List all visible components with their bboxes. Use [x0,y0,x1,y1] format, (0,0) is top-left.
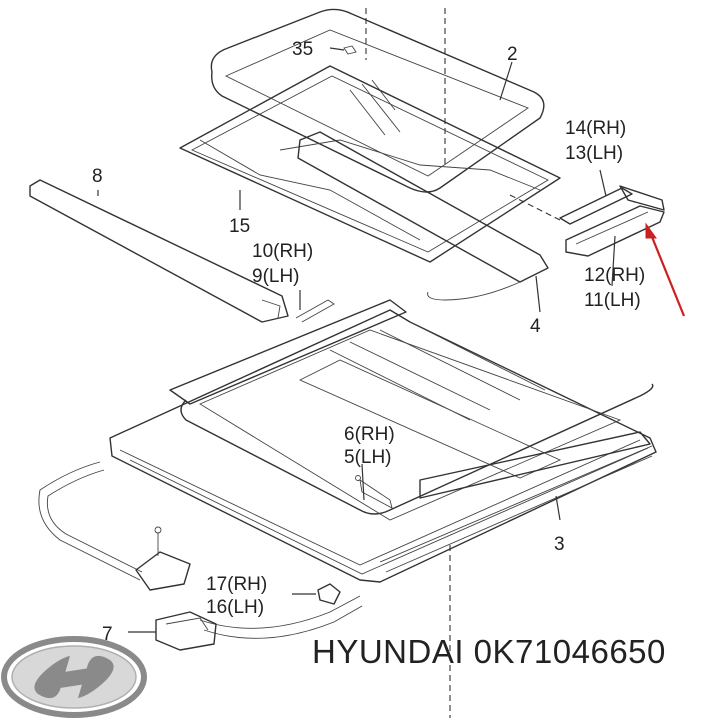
callout-10-rh: 10(RH) [252,241,313,262]
main-frame-part [109,299,657,583]
bracket-6-5-part [355,475,393,509]
callout-9-lh: 9(LH) [252,266,300,287]
red-arrow-icon [645,222,686,317]
molding-strip-part [29,179,289,323]
drain-hose-part [295,299,335,323]
callout-7: 7 [102,624,113,645]
callout-17-rh: 17(RH) [206,574,267,595]
hyundai-logo-icon [1,636,147,718]
callout-14-rh: 14(RH) [565,118,626,139]
callout-6-rh: 6(RH) [344,424,395,445]
callout-35: 35 [292,39,313,60]
callout-2: 2 [507,44,518,65]
callout-15: 15 [229,216,250,237]
motor-part [135,526,217,651]
guide-lines [365,8,561,718]
callout-labels: 35 2 14(RH) 13(LH) 8 15 10(RH) 9(LH) 12(… [92,39,645,645]
guide-rail-12-11-part [565,205,665,257]
guide-rail-14-13-part [559,185,665,225]
callout-11-lh: 11(LH) [584,290,641,311]
deflector-frame-part [179,65,561,263]
callout-4: 4 [530,316,541,337]
callout-3: 3 [554,534,565,555]
bracket-17-16-part [317,583,341,605]
sunshade-part [297,131,549,301]
brand-part-number: HYUNDAI 0K71046650 [312,633,666,670]
clip-35-part [343,45,357,55]
callout-12-rh: 12(RH) [584,265,645,286]
callout-13-lh: 13(LH) [565,143,623,164]
callout-16-lh: 16(LH) [206,597,264,618]
callout-5-lh: 5(LH) [344,447,392,468]
callout-8: 8 [92,166,103,187]
leader-lines [97,47,616,633]
glass-panel-part [210,8,545,193]
